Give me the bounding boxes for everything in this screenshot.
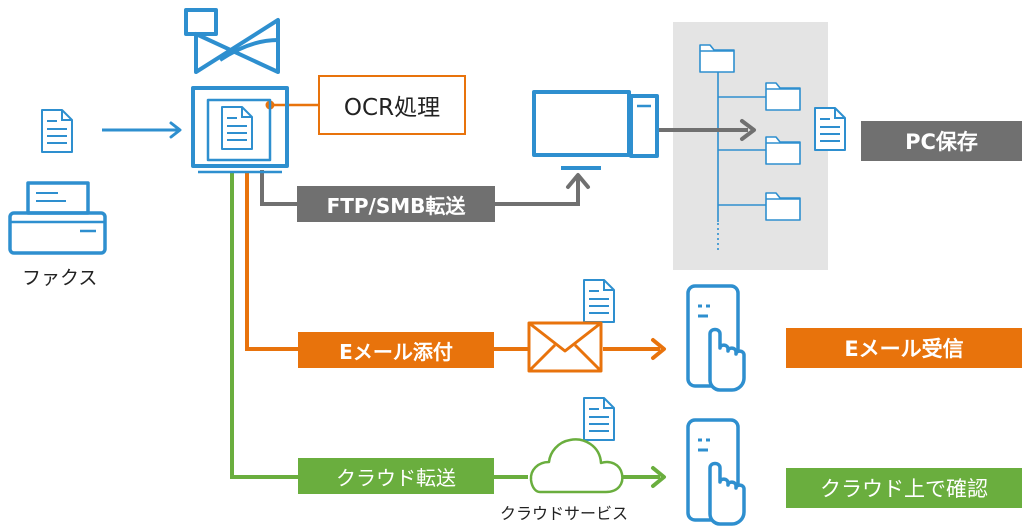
folder-tree — [717, 70, 768, 250]
document-icon — [221, 106, 253, 150]
cloud-service-label: クラウドサービス — [500, 504, 629, 523]
desktop-pc-icon — [532, 90, 659, 170]
fax-machine-icon — [8, 181, 107, 255]
pc-save-label: PC保存 — [861, 121, 1022, 161]
email-receive-label: Eメール受信 — [786, 328, 1022, 368]
fax-input-arrow — [102, 121, 182, 139]
email-attach-label: Eメール添付 — [298, 332, 494, 368]
pc-storage-panel — [673, 22, 828, 270]
ocr-label: OCR処理 — [318, 75, 466, 135]
fax-label: ファクス — [22, 267, 98, 289]
cloud-confirm-label: クラウド上で確認 — [786, 468, 1022, 508]
ftp-smb-label: FTP/SMB転送 — [297, 186, 495, 222]
cloud-icon — [529, 438, 624, 494]
cloud-transfer-label: クラウド転送 — [298, 458, 494, 494]
document-icon — [583, 397, 615, 441]
smartphone-touch-icon — [686, 418, 746, 526]
document-icon — [41, 109, 73, 153]
document-icon — [814, 107, 846, 151]
mfp-printer-icon — [184, 8, 289, 174]
smartphone-touch-icon — [686, 284, 746, 392]
document-icon — [583, 279, 615, 323]
envelope-icon — [527, 321, 603, 373]
